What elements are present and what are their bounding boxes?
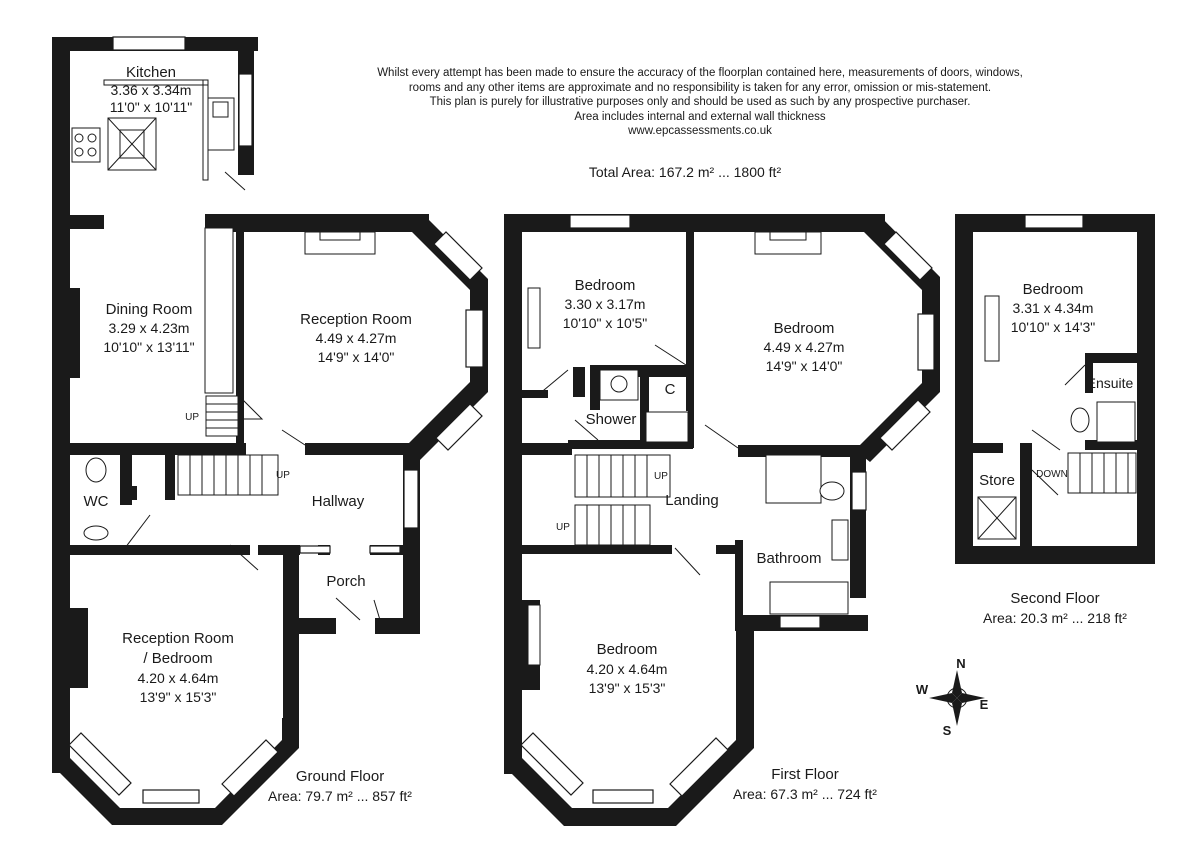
second-stair-down-label: DOWN bbox=[1036, 469, 1068, 480]
bedroom-rear-left-imperial: 10'10" x 10'5" bbox=[563, 315, 648, 331]
compass-e: E bbox=[980, 697, 989, 712]
cupboard-label: C bbox=[665, 381, 676, 398]
kitchen-window bbox=[112, 36, 186, 51]
first-floor-plan bbox=[504, 214, 940, 826]
ground-floor-area: Area: 79.7 m² ... 857 ft² bbox=[268, 788, 412, 804]
dining-room-name: Dining Room bbox=[106, 301, 193, 318]
bedroom-front-name: Bedroom bbox=[597, 641, 658, 658]
wc-name: WC bbox=[84, 493, 109, 510]
compass-s: S bbox=[943, 723, 952, 738]
bedroom-rear-right-imperial: 14'9" x 14'0" bbox=[766, 358, 843, 374]
front-room-imperial: 13'9" x 15'3" bbox=[140, 689, 217, 705]
ground-stair-up-label-2: UP bbox=[276, 470, 290, 481]
bedroom-front-imperial: 13'9" x 15'3" bbox=[589, 680, 666, 696]
landing-name: Landing bbox=[665, 492, 718, 509]
reception-room-imperial: 14'9" x 14'0" bbox=[318, 349, 395, 365]
bathroom-name: Bathroom bbox=[756, 550, 821, 567]
kitchen-imperial: 11'0" x 10'11" bbox=[110, 99, 193, 115]
compass-n: N bbox=[956, 656, 965, 671]
ground-floor-plan bbox=[52, 36, 488, 825]
first-stair-up-label: UP bbox=[654, 471, 668, 482]
reception-room-metric: 4.49 x 4.27m bbox=[316, 330, 397, 346]
store-name: Store bbox=[979, 472, 1015, 489]
compass-rose bbox=[929, 670, 985, 726]
bedroom-rear-right-metric: 4.49 x 4.27m bbox=[764, 339, 845, 355]
total-area: Total Area: 167.2 m² ... 1800 ft² bbox=[588, 164, 782, 180]
dining-room-imperial: 10'10" x 13'11" bbox=[103, 339, 194, 355]
ensuite-name: Ensuite bbox=[1087, 375, 1134, 391]
reception-room-name: Reception Room bbox=[300, 311, 412, 328]
front-room-name-1: Reception Room bbox=[122, 630, 234, 647]
bedroom-rear-right-name: Bedroom bbox=[774, 320, 835, 337]
disclaimer-line-3: This plan is purely for illustrative pur… bbox=[429, 96, 971, 108]
second-bedroom-name: Bedroom bbox=[1023, 281, 1084, 298]
second-floor-title: Second Floor bbox=[1010, 590, 1099, 607]
kitchen-name: Kitchen bbox=[126, 64, 176, 81]
first-stair-up-label-2: UP bbox=[556, 522, 570, 533]
hallway-name: Hallway bbox=[312, 493, 365, 510]
shower-room-name: Shower bbox=[586, 411, 637, 428]
bedroom-rear-left-name: Bedroom bbox=[575, 277, 636, 294]
first-floor-area: Area: 67.3 m² ... 724 ft² bbox=[733, 786, 877, 802]
disclaimer-website: www.epcassessments.co.uk bbox=[628, 125, 772, 137]
second-bedroom-imperial: 10'10" x 14'3" bbox=[1011, 319, 1096, 335]
disclaimer-line-2: rooms and any other items are approximat… bbox=[408, 81, 992, 94]
bedroom-front-metric: 4.20 x 4.64m bbox=[587, 661, 668, 677]
second-floor-plan bbox=[955, 214, 1155, 564]
front-room-metric: 4.20 x 4.64m bbox=[138, 670, 219, 686]
second-bedroom-metric: 3.31 x 4.34m bbox=[1013, 300, 1094, 316]
second-floor-area: Area: 20.3 m² ... 218 ft² bbox=[983, 610, 1127, 626]
front-room-name-2: / Bedroom bbox=[143, 650, 212, 667]
bedroom-rear-left-metric: 3.30 x 3.17m bbox=[565, 296, 646, 312]
compass-w: W bbox=[916, 682, 929, 697]
disclaimer: Whilst every attempt has been made to en… bbox=[330, 66, 1070, 139]
kitchen-metric: 3.36 x 3.34m bbox=[111, 82, 192, 98]
porch-name: Porch bbox=[326, 573, 365, 590]
dining-room-metric: 3.29 x 4.23m bbox=[109, 320, 190, 336]
ground-floor-title: Ground Floor bbox=[296, 768, 384, 785]
disclaimer-line-1: Whilst every attempt has been made to en… bbox=[377, 67, 1023, 79]
first-floor-title: First Floor bbox=[771, 766, 839, 783]
ground-stair-up-label: UP bbox=[185, 412, 199, 423]
disclaimer-line-4: Area includes internal and external wall… bbox=[574, 110, 826, 123]
